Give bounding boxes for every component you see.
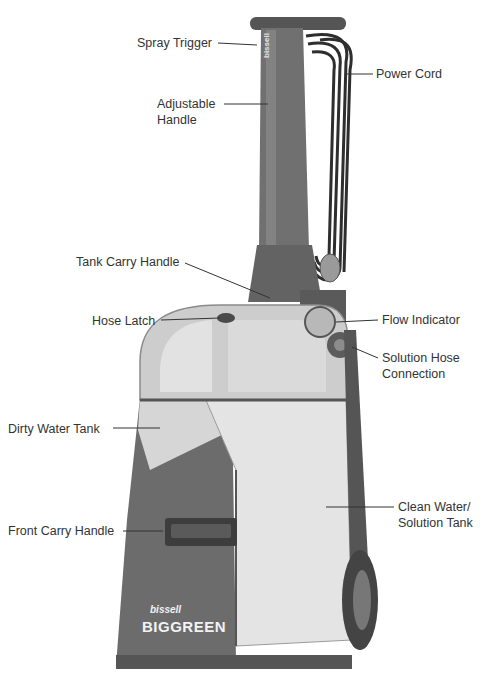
- part-label: Dirty Water Tank: [8, 421, 100, 437]
- part-label: Solution Hose Connection: [382, 350, 477, 382]
- brand-logo: bissell: [262, 33, 271, 58]
- part-label: Hose Latch: [92, 313, 155, 329]
- part-label: Adjustable Handle: [157, 96, 229, 128]
- brand-logo: BIGGREEN: [142, 618, 226, 635]
- brand-logo: bissell: [150, 604, 181, 615]
- part-label: Power Cord: [376, 66, 442, 82]
- part-label: Tank Carry Handle: [76, 254, 180, 270]
- part-label: Spray Trigger: [137, 35, 212, 51]
- part-label: Flow Indicator: [382, 312, 460, 328]
- part-label: Clean Water/ Solution Tank: [398, 499, 482, 531]
- part-label: Front Carry Handle: [8, 523, 114, 539]
